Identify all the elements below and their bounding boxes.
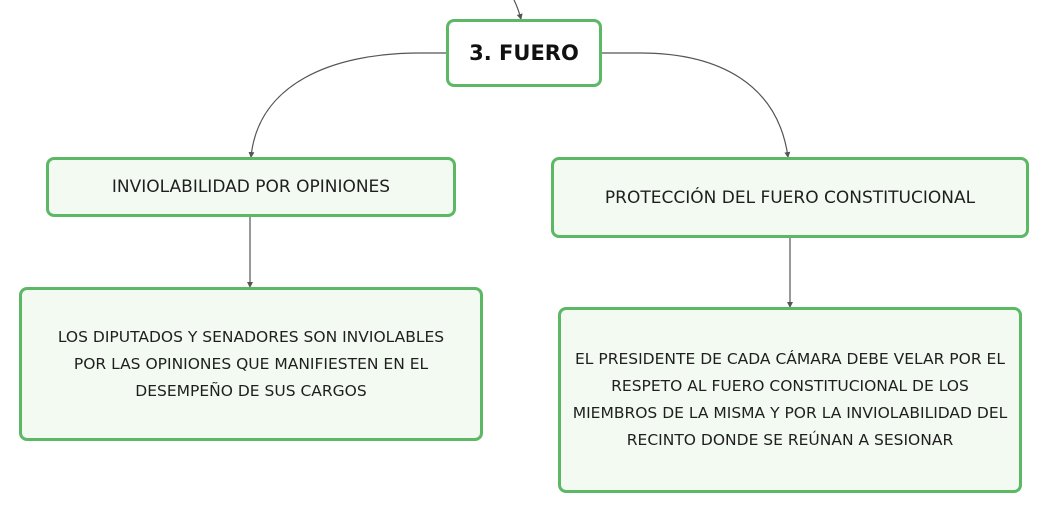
- root-node-label: 3. FUERO: [469, 41, 579, 65]
- connector-incoming-root: [513, 0, 523, 20]
- node-inviolabilidad-detail[interactable]: LOS DIPUTADOS Y SENADORES SON INVIOLABLE…: [19, 287, 483, 441]
- connector-root-to-right: [602, 52, 791, 158]
- node-proteccion-detail-text: EL PRESIDENTE DE CADA CÁMARA DEBE VELAR …: [572, 350, 1008, 449]
- root-node[interactable]: 3. FUERO: [446, 19, 602, 87]
- node-proteccion[interactable]: PROTECCIÓN DEL FUERO CONSTITUCIONAL: [551, 157, 1029, 238]
- node-inviolabilidad-label: INVIOLABILIDAD POR OPINIONES: [111, 177, 391, 197]
- node-proteccion-detail[interactable]: EL PRESIDENTE DE CADA CÁMARA DEBE VELAR …: [558, 307, 1022, 493]
- node-inviolabilidad-detail-text: LOS DIPUTADOS Y SENADORES SON INVIOLABLE…: [57, 327, 445, 400]
- node-inviolabilidad[interactable]: INVIOLABILIDAD POR OPINIONES: [46, 157, 456, 217]
- node-proteccion-label: PROTECCIÓN DEL FUERO CONSTITUCIONAL: [604, 187, 976, 208]
- connector-root-to-left: [248, 52, 446, 158]
